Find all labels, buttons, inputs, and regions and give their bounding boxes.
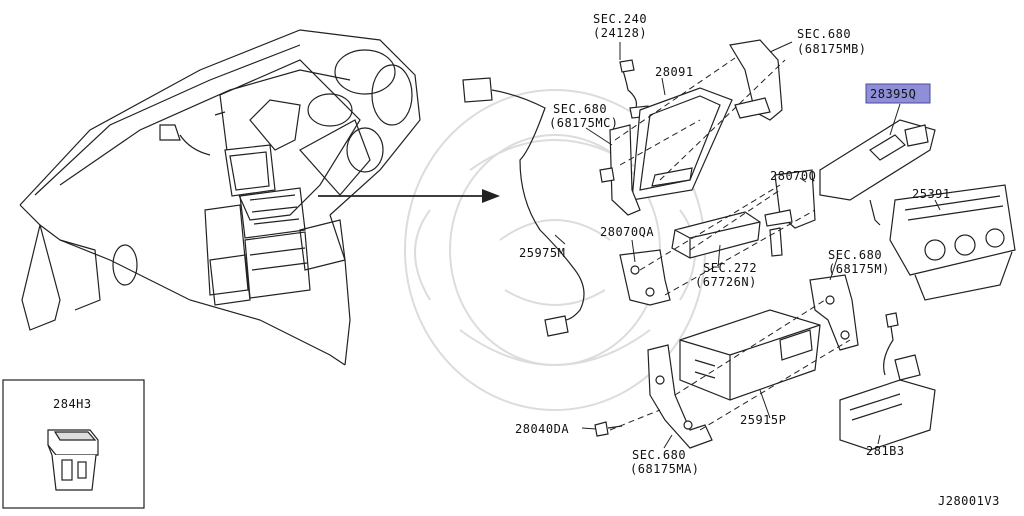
- sec-680-mc-code: (68175MC): [549, 116, 619, 130]
- label-28395q: 28395Q: [870, 87, 916, 101]
- guide-lines: [609, 57, 851, 431]
- sec-240-code: (24128): [593, 26, 647, 40]
- sec-680-m-code: (68175M): [828, 262, 890, 276]
- audio-panel: [839, 379, 936, 451]
- bracket-mb: [729, 39, 783, 121]
- pointer-arrow: [318, 189, 500, 203]
- highlight-box: [865, 83, 931, 104]
- antenna-module: [462, 77, 493, 103]
- module-272: [671, 211, 761, 259]
- sec-680-ma-code: (68175MA): [630, 462, 700, 476]
- exploded-parts: [462, 39, 1016, 451]
- label-25915p: 25915P: [740, 413, 786, 427]
- sec-680-ma-title: SEC.680: [632, 448, 686, 462]
- sec-240-title: SEC.240: [593, 12, 647, 26]
- inset-box: 284H3: [2, 379, 145, 509]
- label-28070q: 28070Q: [770, 169, 816, 183]
- dashboard-drawing: [19, 29, 421, 366]
- sec-680-mc-title: SEC.680: [553, 102, 607, 116]
- label-25391: 25391: [912, 187, 951, 201]
- sec-272-title: SEC.272: [703, 261, 757, 275]
- section-labels: SEC.240 (24128) SEC.680 (68175MB) SEC.68…: [549, 12, 890, 476]
- bracket-28070qa: [619, 249, 671, 306]
- sec-680-mb-code: (68175MB): [797, 42, 867, 56]
- inset-part-label: 284H3: [53, 397, 92, 411]
- box-unit: [679, 309, 821, 401]
- label-28040da: 28040DA: [515, 422, 569, 436]
- label-281b3: 281B3: [866, 444, 905, 458]
- bracket-ma: [647, 344, 713, 449]
- leader-lines: [554, 41, 941, 449]
- sec-680-mb-title: SEC.680: [797, 27, 851, 41]
- bracket-mc: [609, 124, 641, 216]
- part-labels: 28395Q 28091 28070Q 25391 28070QA 25975M…: [515, 65, 951, 458]
- label-28070qa: 28070QA: [600, 225, 654, 239]
- label-25975m: 25975M: [519, 246, 565, 260]
- switch-part: [47, 429, 99, 491]
- switch-assembly: [819, 119, 936, 201]
- sec-680-m-title: SEC.680: [828, 248, 882, 262]
- label-28091: 28091: [655, 65, 694, 79]
- connector: [544, 315, 569, 337]
- diagram-code: J28001V3: [938, 494, 1000, 508]
- sec-272-code: (67726N): [695, 275, 757, 289]
- screw: [594, 421, 609, 437]
